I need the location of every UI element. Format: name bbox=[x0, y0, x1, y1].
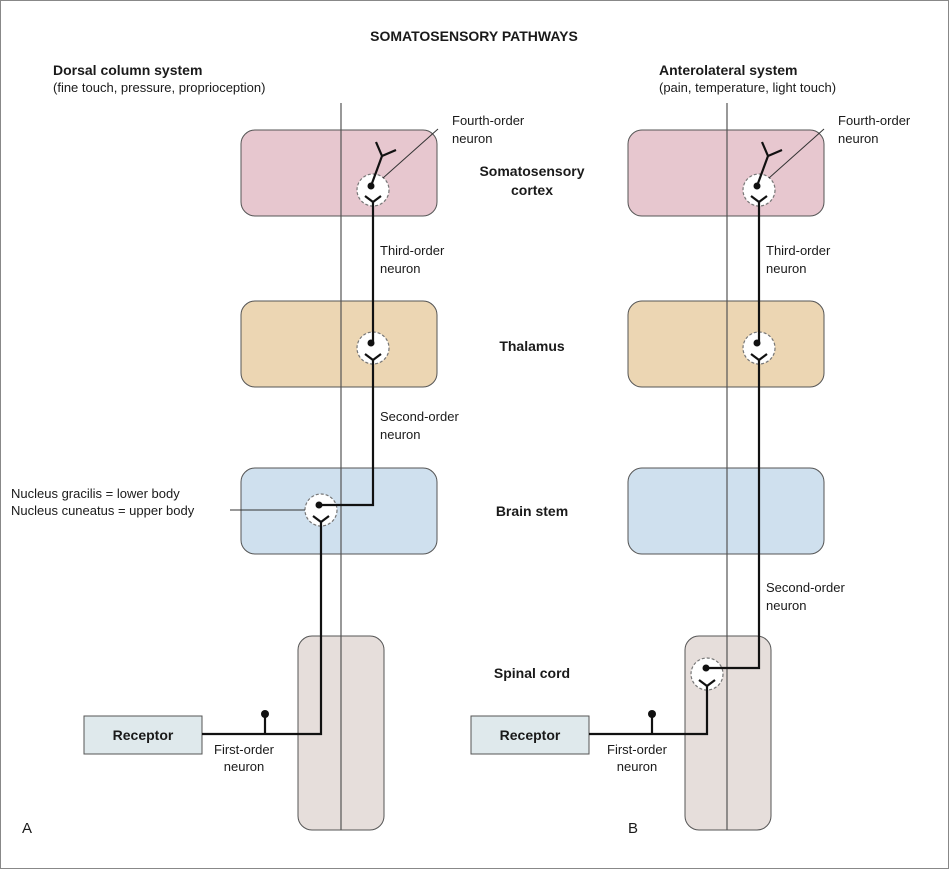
panel-a-subheading: (fine touch, pressure, proprioception) bbox=[53, 80, 265, 95]
panel-b-spinal-synapse bbox=[690, 657, 724, 691]
panel-b: Anterolateral system (pain, temperature,… bbox=[470, 62, 911, 837]
figure-title: SOMATOSENSORY PATHWAYS bbox=[370, 28, 578, 44]
panel-a-letter: A bbox=[22, 820, 32, 837]
panel-b-second-order-l1: Second-order bbox=[766, 580, 845, 595]
panel-a-receptor-box bbox=[83, 715, 203, 755]
panel-b-first-order-l2: neuron bbox=[617, 759, 657, 774]
panel-a-first-order-soma bbox=[261, 710, 269, 718]
panel-b-fourth-order-l1: Fourth-order bbox=[838, 113, 911, 128]
panel-b-cortex-synapse bbox=[742, 173, 776, 207]
panel-b-third-order-l1: Third-order bbox=[766, 243, 831, 258]
panel-b-thalamus-box bbox=[627, 300, 825, 388]
panel-b-second-order-l2: neuron bbox=[766, 598, 806, 613]
panel-a-nucleus-l2: Nucleus cuneatus = upper body bbox=[11, 503, 195, 518]
panel-a: Dorsal column system (fine touch, pressu… bbox=[11, 62, 525, 837]
panel-a-cortex-box bbox=[240, 129, 438, 217]
panel-a-fourth-order-leader bbox=[382, 128, 439, 179]
panel-b-first-order-l1: First-order bbox=[607, 742, 668, 757]
panel-b-third-order-axon bbox=[757, 202, 761, 345]
panel-a-first-order-l2: neuron bbox=[224, 759, 264, 774]
panel-b-second-order-axon bbox=[706, 360, 761, 670]
panel-a-third-order-axon bbox=[371, 202, 375, 345]
panel-a-second-order-axon bbox=[319, 360, 375, 507]
panel-a-cortex-synapse bbox=[356, 173, 390, 207]
panel-a-heading: Dorsal column system bbox=[53, 62, 202, 78]
panel-b-subheading: (pain, temperature, light touch) bbox=[659, 80, 836, 95]
region-brain-stem: Brain stem bbox=[496, 503, 568, 519]
panel-a-thalamus-box bbox=[240, 300, 438, 388]
panel-b-heading: Anterolateral system bbox=[659, 62, 798, 78]
panel-a-first-order-terminal bbox=[312, 515, 330, 524]
panel-b-third-order-l2: neuron bbox=[766, 261, 806, 276]
panel-a-thalamus-synapse bbox=[356, 331, 390, 365]
panel-b-first-order-soma bbox=[648, 710, 656, 718]
panel-a-first-order-axon bbox=[202, 521, 323, 736]
panel-a-second-order-terminal bbox=[364, 353, 382, 362]
panel-a-second-order-l2: neuron bbox=[380, 427, 420, 442]
panel-b-fourth-order-l2: neuron bbox=[838, 131, 878, 146]
panel-b-letter: B bbox=[628, 820, 638, 837]
region-cortex-l2: cortex bbox=[511, 182, 553, 198]
region-thalamus: Thalamus bbox=[499, 338, 565, 354]
panel-b-brainstem-box bbox=[627, 467, 825, 555]
panel-b-first-order-axon bbox=[589, 685, 709, 736]
region-spinal-cord: Spinal cord bbox=[494, 665, 570, 681]
panel-a-fourth-order-l1: Fourth-order bbox=[452, 113, 525, 128]
panel-b-first-order-terminal bbox=[698, 679, 716, 688]
panel-a-brainstem-synapse bbox=[304, 493, 338, 527]
panel-b-fourth-order-leader bbox=[768, 128, 825, 179]
panel-a-receptor-label: Receptor bbox=[113, 727, 174, 743]
region-cortex-l1: Somatosensory bbox=[479, 163, 584, 179]
panel-b-second-order-terminal bbox=[750, 353, 768, 362]
panel-a-fourth-order-dendrite bbox=[369, 141, 397, 187]
panel-b-receptor-box bbox=[470, 715, 590, 755]
panel-b-thalamus-synapse bbox=[742, 331, 776, 365]
panel-a-third-order-l2: neuron bbox=[380, 261, 420, 276]
panel-b-fourth-order-dendrite bbox=[755, 141, 783, 187]
panel-b-receptor-label: Receptor bbox=[500, 727, 561, 743]
panel-b-third-order-terminal bbox=[750, 195, 768, 204]
panel-a-second-order-l1: Second-order bbox=[380, 409, 459, 424]
panel-a-brainstem-box bbox=[240, 467, 438, 555]
panel-a-third-order-terminal bbox=[364, 195, 382, 204]
panel-b-cortex-box bbox=[627, 129, 825, 217]
panel-a-nucleus-l1: Nucleus gracilis = lower body bbox=[11, 486, 180, 501]
panel-a-first-order-l1: First-order bbox=[214, 742, 275, 757]
panel-a-fourth-order-l2: neuron bbox=[452, 131, 492, 146]
region-labels: Somatosensory cortex Thalamus Brain stem… bbox=[479, 163, 584, 681]
panel-a-third-order-l1: Third-order bbox=[380, 243, 445, 258]
